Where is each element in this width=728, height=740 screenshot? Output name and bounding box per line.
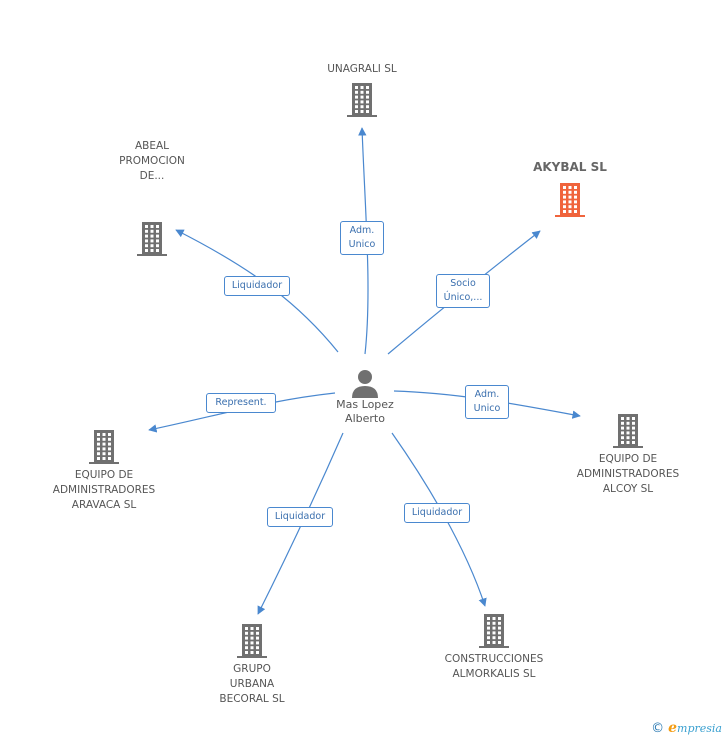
building-icon xyxy=(555,183,585,217)
company-label: EQUIPO DE ADMINISTRADORES ARAVACA SL xyxy=(52,469,156,511)
relation-label-equipo-aravaca[interactable]: Represent. xyxy=(206,393,276,413)
company-node-equipo-aravaca[interactable]: EQUIPO DE ADMINISTRADORES ARAVACA SL xyxy=(42,430,166,513)
company-node-construcciones[interactable]: CONSTRUCCIONES ALMORKALIS SL xyxy=(432,614,556,682)
relation-label-akybal[interactable]: Socio Único,... xyxy=(436,274,490,308)
footer-brand: © empresia xyxy=(651,720,722,736)
relation-label-equipo-alcoy[interactable]: Adm. Unico xyxy=(465,385,509,419)
relation-label-abeal[interactable]: Liquidador xyxy=(224,276,290,296)
person-icon xyxy=(352,370,378,398)
building-icon xyxy=(479,614,509,648)
company-node-akybal[interactable]: AKYBAL SL xyxy=(518,160,622,217)
brand-name: mpresia xyxy=(677,722,722,735)
building-icon xyxy=(347,83,377,117)
company-node-equipo-alcoy[interactable]: EQUIPO DE ADMINISTRADORES ALCOY SL xyxy=(566,414,690,497)
copyright-symbol: © xyxy=(651,720,665,736)
company-label: ABEAL PROMOCION DE... xyxy=(119,140,185,182)
building-icon xyxy=(237,624,267,658)
company-node-abeal[interactable]: ABEAL PROMOCION DE... xyxy=(100,139,204,256)
building-icon xyxy=(613,414,643,448)
relation-label-grupo-urbana[interactable]: Liquidador xyxy=(267,507,333,527)
relation-label-construcciones[interactable]: Liquidador xyxy=(404,503,470,523)
brand-initial: e xyxy=(668,720,678,736)
company-node-unagrali[interactable]: UNAGRALI SL xyxy=(310,62,414,117)
building-icon xyxy=(137,222,167,256)
company-label: AKYBAL SL xyxy=(533,160,607,174)
company-label: EQUIPO DE ADMINISTRADORES ALCOY SL xyxy=(576,453,680,495)
relation-label-unagrali[interactable]: Adm. Unico xyxy=(340,221,384,255)
building-icon xyxy=(89,430,119,464)
company-label: GRUPO URBANA BECORAL SL xyxy=(219,663,285,705)
person-name: Mas Lopez Alberto xyxy=(336,398,394,425)
company-label: UNAGRALI SL xyxy=(327,63,397,75)
company-label: CONSTRUCCIONES ALMORKALIS SL xyxy=(444,653,544,680)
person-node[interactable]: Mas Lopez Alberto xyxy=(318,368,412,426)
company-node-grupo-urbana[interactable]: GRUPO URBANA BECORAL SL xyxy=(200,624,304,707)
